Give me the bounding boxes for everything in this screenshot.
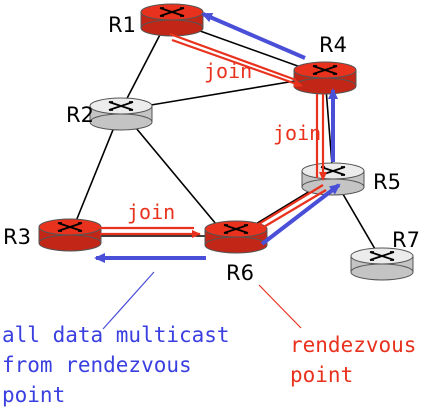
- router-labels: R1 R2 R3 R4 R5 R6 R7: [3, 13, 420, 285]
- router-r3: [38, 218, 102, 252]
- data-arrow-r4-r1: [201, 12, 306, 60]
- data-caption-pointer: [102, 271, 155, 330]
- router-label-r6: R6: [226, 261, 254, 285]
- rendezvous-caption-line-2: point: [290, 363, 353, 387]
- data-caption-line-2: from rendezvous: [2, 353, 192, 377]
- link-r2-r3: [69, 109, 122, 237]
- router-label-r2: R2: [66, 103, 94, 127]
- data-caption: all data multicast from rendezvous point: [2, 323, 230, 407]
- link-r1-r2: [120, 24, 166, 111]
- rendezvous-caption: rendezvous point: [290, 333, 416, 387]
- router-label-r4: R4: [319, 33, 347, 57]
- join-arrows: [100, 32, 327, 238]
- join-arrow-r5-r6-b: [256, 189, 327, 232]
- data-arrow-r6-r5: [260, 183, 341, 246]
- routers: [38, 3, 414, 281]
- router-r2: [89, 97, 153, 131]
- data-caption-line-3: point: [2, 383, 65, 407]
- join-arrow-r1-r4-b: [171, 38, 303, 88]
- join-labels: join join join: [127, 59, 321, 224]
- router-r1: [140, 3, 204, 37]
- router-label-r5: R5: [373, 170, 401, 194]
- router-label-r1: R1: [108, 13, 136, 37]
- data-arrows: [94, 12, 341, 263]
- rendezvous-caption-pointer: [258, 284, 302, 329]
- link-r2-r6: [120, 109, 227, 237]
- router-label-r7: R7: [392, 228, 420, 252]
- data-caption-line-1: all data multicast: [2, 323, 230, 347]
- join-label-r3-r6: join: [127, 200, 175, 224]
- router-label-r3: R3: [3, 225, 31, 249]
- join-label-r4-r5: join: [273, 121, 321, 145]
- join-label-r1-r4: join: [204, 59, 252, 83]
- rendezvous-caption-line-1: rendezvous: [290, 333, 416, 357]
- join-arrow-r1-r4-a: [169, 32, 297, 82]
- router-r6: [204, 220, 268, 254]
- router-r7: [350, 247, 414, 281]
- join-arrow-r5-r6-a: [251, 184, 324, 229]
- router-r4: [293, 61, 357, 95]
